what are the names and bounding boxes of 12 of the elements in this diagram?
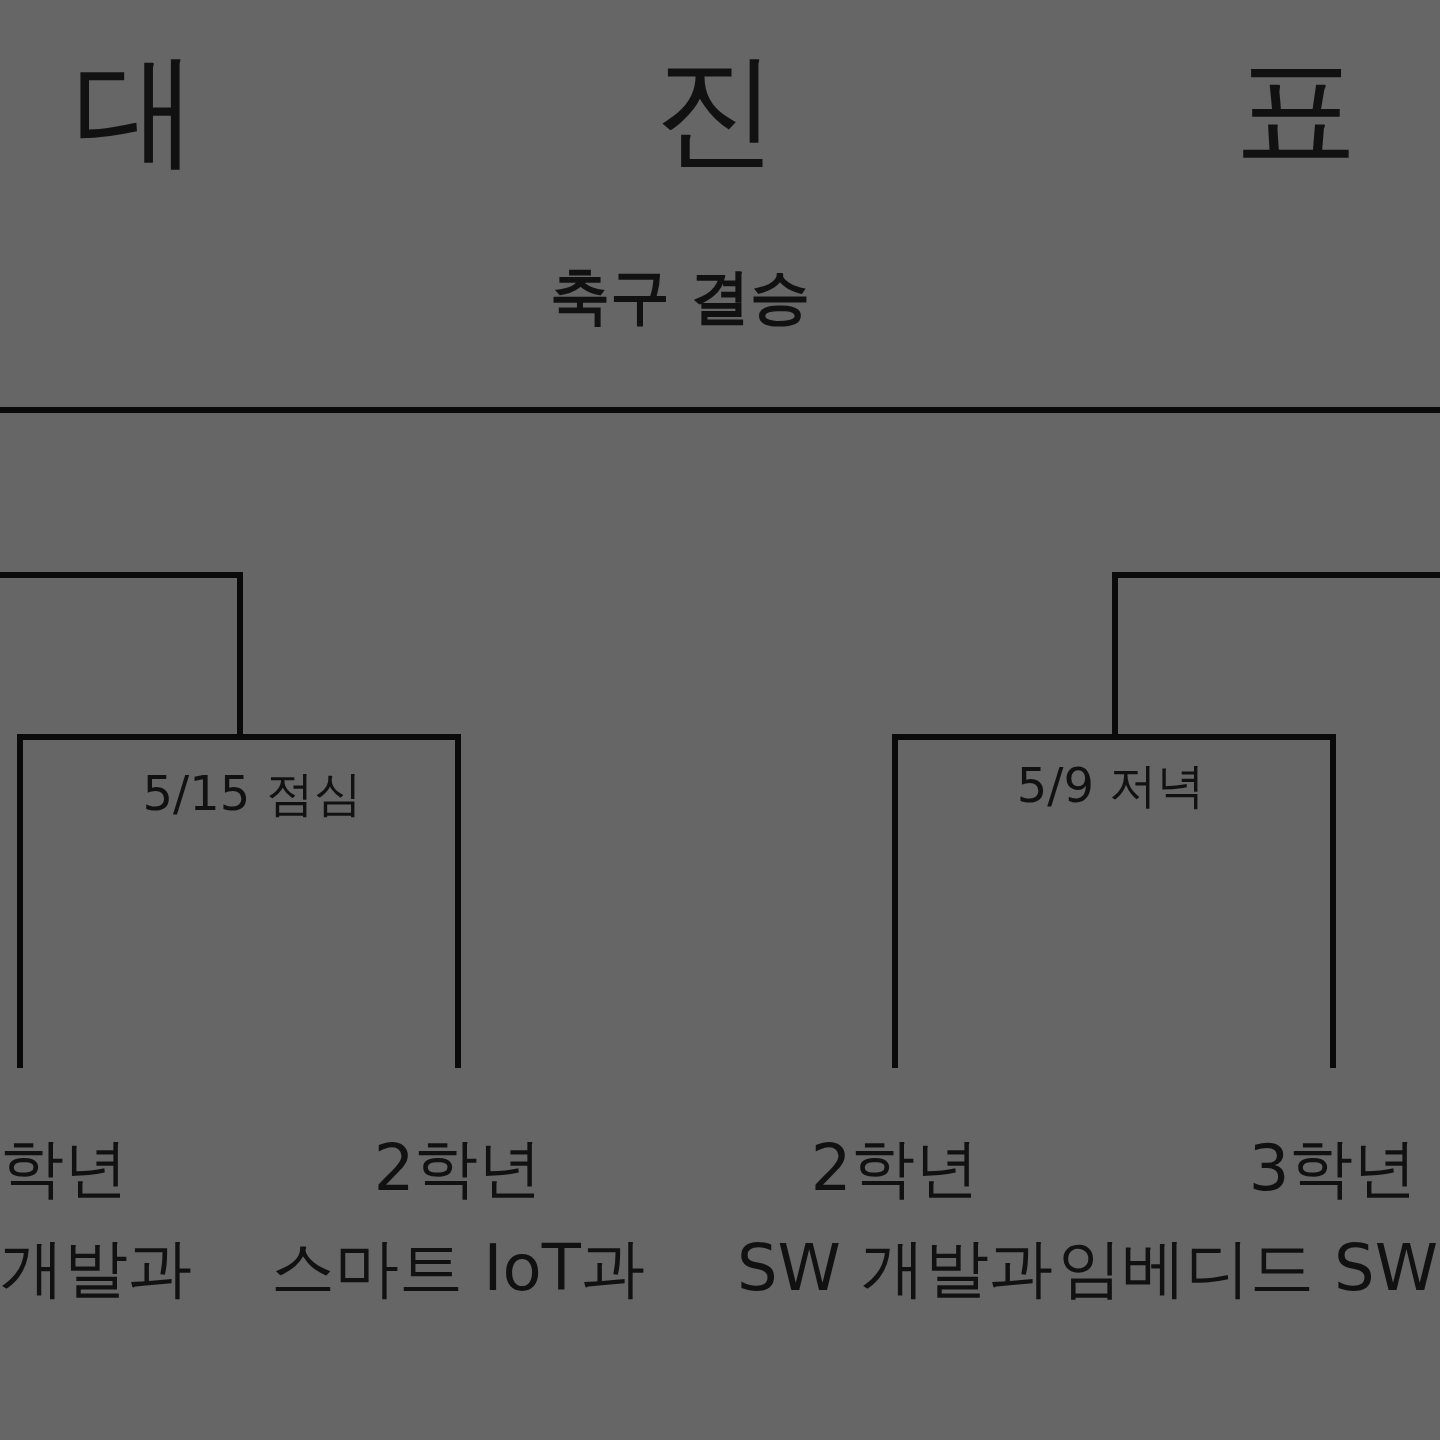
team-department: 스마트 IoT과 <box>271 1232 645 1306</box>
bracket-line <box>17 734 461 1068</box>
team-department: SW 개발과 <box>736 1232 1054 1306</box>
bracket-line <box>892 734 1336 1068</box>
team-grade: 학년 <box>0 1132 128 1206</box>
team-grade: 2학년 <box>373 1132 543 1206</box>
team-grade: 3학년 <box>1248 1132 1418 1206</box>
team-grade: 2학년 <box>810 1132 980 1206</box>
subtitle: 축구 결승 <box>549 262 811 331</box>
team-department: 개발과 <box>0 1232 192 1306</box>
title: 대 진 표 <box>74 38 1358 181</box>
team-department: 임베디드 SW <box>1057 1232 1438 1306</box>
